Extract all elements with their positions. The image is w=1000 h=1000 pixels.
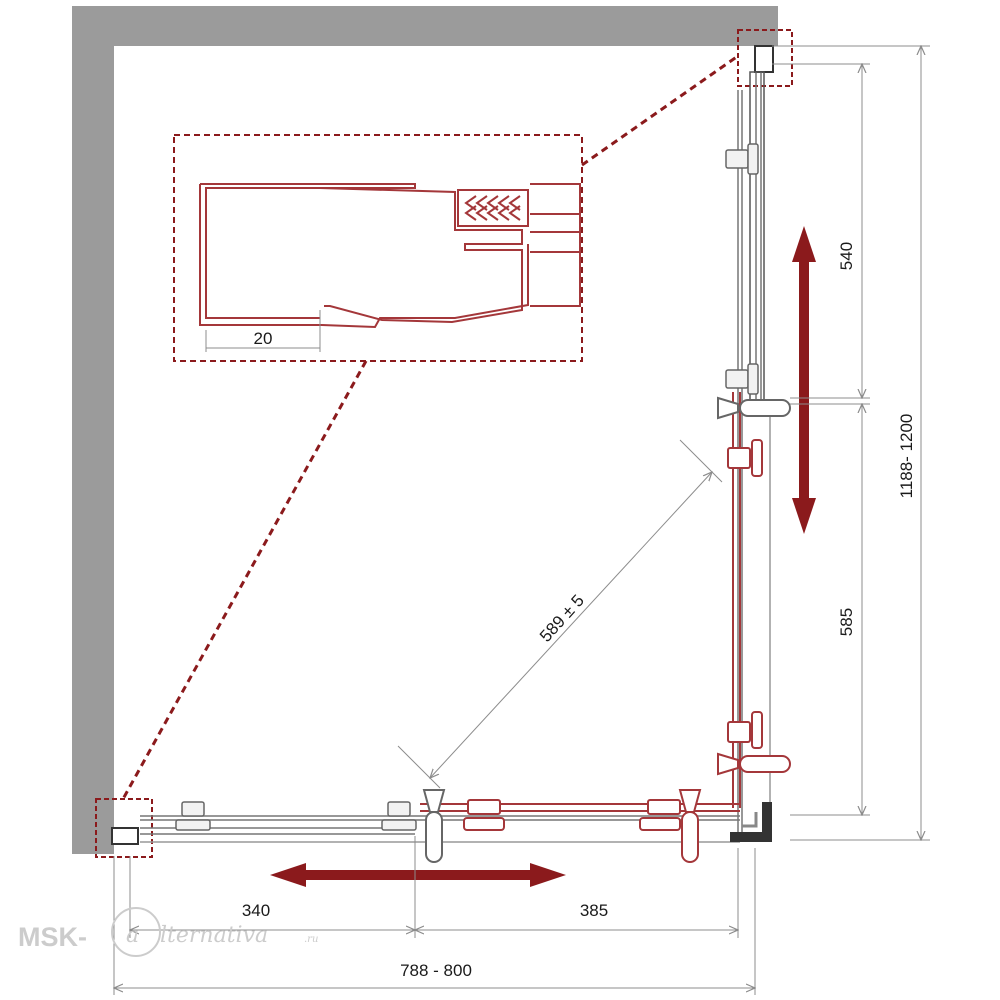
vertical-sliding-arrow bbox=[792, 226, 816, 534]
roller-side-lower-red bbox=[727, 711, 763, 749]
profile-outline bbox=[199, 183, 581, 329]
diagonal-entry-label: 589 ± 5 bbox=[536, 591, 588, 646]
walls bbox=[72, 6, 778, 854]
roller-front-right-red bbox=[639, 799, 681, 831]
watermark-suffix: .ru bbox=[304, 934, 318, 945]
watermark-script: lternativa bbox=[160, 923, 268, 948]
diagonal-dimension bbox=[397, 439, 723, 789]
top-profile-box bbox=[737, 29, 793, 87]
roller-front-left bbox=[175, 801, 211, 831]
handle-front-grey bbox=[422, 789, 446, 863]
side-depth-label: 1188- 1200 bbox=[897, 414, 916, 499]
seal-chevrons bbox=[464, 195, 521, 221]
callout-leader-top bbox=[581, 54, 739, 167]
wall-profile-markers bbox=[95, 29, 793, 858]
front-width-label: 788 - 800 bbox=[400, 961, 472, 980]
top-wall-profile bbox=[754, 45, 774, 73]
door-handles bbox=[422, 396, 791, 863]
detail-width-label: 20 bbox=[254, 329, 273, 348]
watermark-logo-ring bbox=[111, 907, 161, 957]
corner-connector bbox=[730, 802, 772, 842]
profile-detail-callout: 20 bbox=[121, 54, 739, 800]
upper-fixed-length-label: 540 bbox=[837, 242, 856, 270]
front-right-segment-label: 385 bbox=[580, 901, 608, 920]
handle-front-red bbox=[678, 789, 702, 863]
front-left-segment-label: 340 bbox=[242, 901, 270, 920]
watermark-prefix: MSK- bbox=[18, 922, 87, 952]
roller-front-middle bbox=[381, 801, 417, 831]
site-watermark: MSK- a lternativa .ru bbox=[18, 907, 318, 957]
handle-side-red bbox=[717, 752, 791, 776]
detail-dimension bbox=[205, 310, 321, 352]
roller-front-left-red bbox=[463, 799, 505, 831]
roller-side-middle bbox=[725, 363, 759, 395]
bottom-dimensions bbox=[114, 836, 755, 995]
grey-rollers bbox=[175, 143, 759, 831]
watermark-logo-letter: a bbox=[126, 923, 139, 948]
detail-frame bbox=[173, 134, 583, 362]
roller-side-upper-red bbox=[727, 439, 763, 477]
roller-side-top bbox=[725, 143, 759, 175]
left-wall bbox=[72, 6, 114, 854]
lower-fixed-length-label: 585 bbox=[837, 608, 856, 636]
back-wall bbox=[72, 6, 778, 46]
red-rollers bbox=[463, 439, 763, 831]
handle-side-grey bbox=[717, 396, 791, 420]
bottom-wall-profile bbox=[111, 827, 139, 845]
callout-leader-bottom bbox=[121, 360, 368, 800]
horizontal-sliding-arrow bbox=[270, 863, 566, 887]
right-dimensions bbox=[772, 46, 930, 840]
sliding-arrows bbox=[270, 226, 816, 887]
